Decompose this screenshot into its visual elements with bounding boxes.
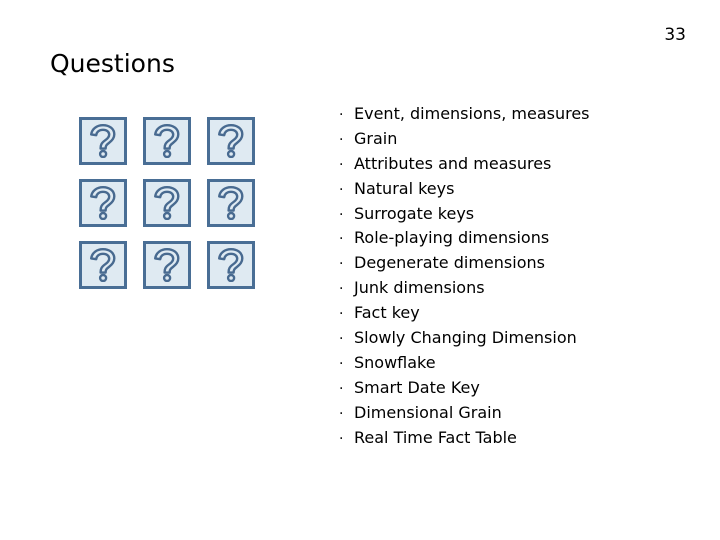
question-mark-box (143, 179, 191, 227)
question-mark-grid (79, 117, 255, 289)
question-mark-box (79, 117, 127, 165)
question-mark-icon (153, 186, 181, 220)
list-item-label: Fact key (354, 303, 420, 323)
page-title: Questions (50, 49, 175, 78)
list-item: · Real Time Fact Table (336, 427, 696, 455)
list-item-label: Real Time Fact Table (354, 427, 517, 447)
page-number: 33 (664, 25, 686, 45)
list-item: · Smart Date Key (336, 377, 696, 405)
list-item-label: Grain (354, 128, 398, 148)
list-item: · Fact key (336, 305, 696, 330)
list-item-label: Junk dimensions (354, 278, 485, 298)
question-mark-icon (89, 124, 117, 158)
bullet-dot-icon: · (339, 131, 344, 148)
bullet-dot-icon: · (339, 331, 344, 348)
topics-bullet-list: · Event, dimensions, measures · Grain · … (336, 106, 696, 454)
bullet-dot-icon: · (339, 256, 344, 273)
question-mark-icon (217, 186, 245, 220)
list-item: · Snowflake (336, 352, 696, 380)
list-item-label: Role-playing dimensions (354, 228, 550, 248)
list-item: · Natural keys (336, 178, 696, 206)
bullet-dot-icon: · (339, 380, 344, 397)
list-item-label: Dimensional Grain (354, 402, 502, 422)
question-mark-box (79, 179, 127, 227)
list-item-label: Surrogate keys (354, 203, 475, 223)
question-mark-box (207, 241, 255, 289)
question-mark-icon (89, 248, 117, 282)
list-item: · Junk dimensions (336, 280, 696, 305)
bullet-dot-icon: · (339, 281, 344, 298)
list-item: · Slowly Changing Dimension (336, 330, 696, 355)
question-mark-icon (217, 248, 245, 282)
bullet-dot-icon: · (339, 206, 344, 223)
question-mark-box (79, 241, 127, 289)
bullet-dot-icon: · (339, 156, 344, 173)
question-mark-box (207, 179, 255, 227)
list-item: · Role-playing dimensions (336, 230, 696, 255)
question-mark-icon (89, 186, 117, 220)
bullet-dot-icon: · (339, 430, 344, 447)
list-item: · Attributes and measures (336, 153, 696, 181)
question-mark-icon (217, 124, 245, 158)
list-item: · Event, dimensions, measures (336, 106, 696, 131)
question-mark-icon (153, 248, 181, 282)
question-mark-box (207, 117, 255, 165)
list-item-label: Smart Date Key (354, 377, 480, 397)
bullet-dot-icon: · (339, 107, 344, 123)
bullet-dot-icon: · (339, 231, 344, 248)
question-mark-box (143, 241, 191, 289)
list-item: · Degenerate dimensions (336, 255, 696, 280)
list-item-label: Snowflake (354, 352, 436, 372)
bullet-dot-icon: · (339, 405, 344, 422)
bullet-dot-icon: · (339, 181, 344, 198)
bullet-dot-icon: · (339, 306, 344, 323)
list-item-label: Event, dimensions, measures (354, 104, 590, 123)
question-mark-box (143, 117, 191, 165)
bullet-dot-icon: · (339, 355, 344, 372)
question-mark-icon (153, 124, 181, 158)
list-item: · Surrogate keys (336, 203, 696, 231)
list-item: · Grain (336, 128, 696, 156)
list-item-label: Attributes and measures (354, 153, 552, 173)
list-item-label: Slowly Changing Dimension (354, 328, 577, 348)
list-item-label: Natural keys (354, 178, 455, 198)
list-item: · Dimensional Grain (336, 402, 696, 430)
list-item-label: Degenerate dimensions (354, 253, 545, 273)
